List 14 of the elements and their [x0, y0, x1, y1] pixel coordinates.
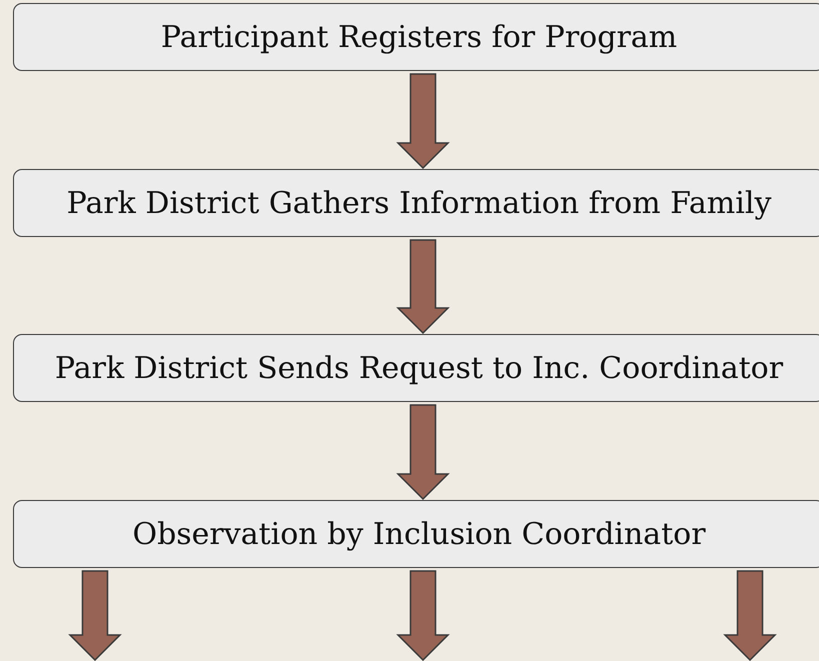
block-arrow [396, 239, 450, 334]
process-box [13, 169, 819, 237]
process-box [13, 334, 819, 402]
process-box [13, 3, 819, 71]
step-text: Observation by Inclusion Coordinator [132, 516, 706, 552]
step-text: Participant Registers for Program [160, 20, 678, 54]
step-text: Park District Gathers Information from Family [66, 186, 772, 220]
block-arrow [723, 570, 777, 661]
block-arrow [68, 570, 122, 661]
block-arrow [396, 404, 450, 500]
block-arrow [396, 73, 450, 170]
process-box [13, 500, 819, 568]
step-text: Park District Sends Request to Inc. Coordinator [54, 350, 784, 386]
block-arrow [396, 570, 450, 661]
